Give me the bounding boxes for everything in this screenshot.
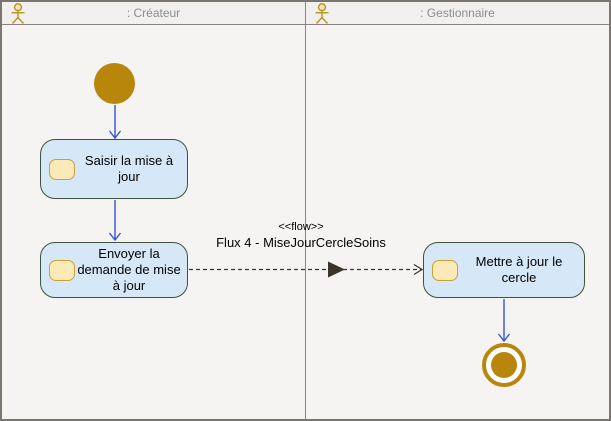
actor-icon [314, 3, 330, 29]
activity-action-icon [49, 158, 75, 180]
lane-header-gestionnaire[interactable]: : Gestionnaire [305, 2, 609, 25]
flow-name: Flux 4 - MiseJourCercleSoins [216, 235, 386, 250]
initial-node[interactable] [94, 63, 135, 104]
final-node[interactable] [482, 343, 526, 387]
lane-title-createur: : Créateur [126, 6, 181, 20]
actor-icon [10, 3, 26, 29]
activity-action-icon [432, 259, 458, 281]
transition-saisir-to-envoyer[interactable] [108, 200, 122, 242]
activity-mettre-a-jour-cercle[interactable]: Mettre à jour le cercle [423, 242, 585, 298]
lane-divider [305, 25, 306, 419]
transition-mettre-to-final[interactable] [497, 299, 511, 343]
activity-action-icon [49, 259, 75, 281]
activity-envoyer-demande[interactable]: Envoyer la demande de mise à jour [40, 242, 188, 298]
flow-envoyer-to-mettre[interactable] [189, 261, 424, 278]
flow-mid-arrowhead [328, 261, 345, 278]
activity-saisir-mise-a-jour[interactable]: Saisir la mise à jour [40, 139, 188, 199]
activity-label: Saisir la mise à jour [84, 153, 174, 184]
final-node-inner [491, 352, 517, 378]
transition-initial-to-saisir[interactable] [108, 105, 122, 140]
flow-stereotype: <<flow>> [278, 221, 324, 233]
activity-label: Envoyer la demande de mise à jour [77, 246, 181, 293]
lane-title-gestionnaire: : Gestionnaire [420, 6, 495, 20]
lane-header-createur[interactable]: : Créateur [2, 2, 305, 25]
flow-label: <<flow>> Flux 4 - MiseJourCercleSoins [175, 221, 427, 251]
activity-label: Mettre à jour le cercle [475, 254, 563, 285]
